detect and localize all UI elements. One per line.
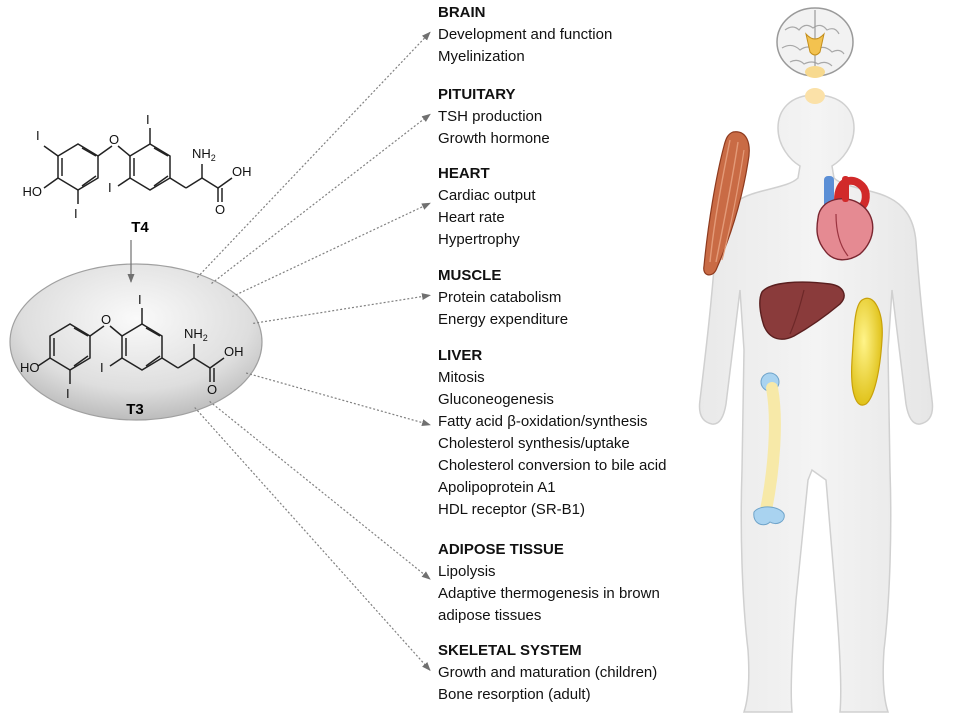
organ-effect: Cholesterol conversion to bile acid <box>438 457 667 474</box>
t3-amine: NH2 <box>184 326 208 343</box>
organ-effect: Growth hormone <box>438 130 550 147</box>
t4-acid-o: O <box>215 202 225 217</box>
t4-label: T4 <box>131 219 149 236</box>
t4-oxygen: O <box>109 132 119 147</box>
t4-atom-labels: I HO I O I I NH2 OH O <box>23 112 252 221</box>
pituitary-icon <box>805 88 825 104</box>
t3-iodine-2: I <box>138 292 142 307</box>
organ-effect: Cholesterol synthesis/uptake <box>438 435 630 452</box>
organ-effect: Gluconeogenesis <box>438 391 554 408</box>
effect-arrow-muscle <box>253 293 431 324</box>
organ-title: HEART <box>438 165 490 182</box>
organ-effect: Fatty acid β-oxidation/synthesis <box>438 413 648 430</box>
organ-block-heart: HEART Cardiac output Heart rate Hypertro… <box>438 164 536 251</box>
organ-title: LIVER <box>438 347 483 364</box>
organ-effect: Growth and maturation (children) <box>438 664 658 681</box>
organ-effect: Hypertrophy <box>438 231 520 248</box>
organ-block-skeletal-system: SKELETAL SYSTEM Growth and maturation (c… <box>438 641 657 706</box>
t4-iodine-3: I <box>146 112 150 127</box>
organ-effect: HDL receptor (SR-B1) <box>438 501 585 518</box>
organ-block-adipose-tissue: ADIPOSE TISSUE Lipolysis Adaptive thermo… <box>438 540 660 627</box>
organ-effect: Myelinization <box>438 48 525 65</box>
t3-label: T3 <box>126 401 144 418</box>
organ-effect: adipose tissues <box>438 607 542 624</box>
organ-effect: Development and function <box>438 26 613 43</box>
t3-acid-oh: OH <box>224 344 244 359</box>
t3-iodine-1: I <box>66 386 70 401</box>
organ-block-muscle: MUSCLE Protein catabolism Energy expendi… <box>438 266 568 331</box>
organ-effect: Protein catabolism <box>438 289 562 306</box>
organ-title: SKELETAL SYSTEM <box>438 642 582 659</box>
effect-arrow-adipose-tissue <box>209 400 431 580</box>
t4-hydroxyl: HO <box>23 184 43 199</box>
t4-amine: NH2 <box>192 146 216 163</box>
t3-atom-labels: HO I O I I NH2 OH O <box>20 292 244 401</box>
t3-oxygen: O <box>101 312 111 327</box>
organ-title: BRAIN <box>438 4 486 21</box>
effect-arrow-brain <box>196 31 431 278</box>
organ-effect: Apolipoprotein A1 <box>438 479 556 496</box>
t4-molecule-structure <box>43 128 233 204</box>
organ-block-brain: BRAIN Development and function Myeliniza… <box>438 3 612 68</box>
effect-arrow-skeletal-system <box>194 407 431 672</box>
organ-title: PITUITARY <box>438 86 516 103</box>
organ-title: ADIPOSE TISSUE <box>438 541 564 558</box>
brain-icon <box>776 7 854 78</box>
t3-molecule-structure <box>37 308 225 384</box>
organ-effect: Adaptive thermogenesis in brown <box>438 585 660 602</box>
t3-iodine-3: I <box>100 360 104 375</box>
organ-effect: TSH production <box>438 108 543 125</box>
organ-effect: Bone resorption (adult) <box>438 686 591 703</box>
t3-acid-o: O <box>207 382 217 397</box>
t4-iodine-2: I <box>74 206 78 221</box>
organ-effect: Energy expenditure <box>438 311 569 328</box>
adipose-tissue-icon <box>851 297 883 406</box>
organ-effect: Heart rate <box>438 209 505 226</box>
effect-arrow-heart <box>231 202 431 298</box>
organ-effect: Lipolysis <box>438 563 496 580</box>
organ-effect: Mitosis <box>438 369 485 386</box>
organ-block-liver: LIVER Mitosis Gluconeogenesis Fatty acid… <box>438 346 666 521</box>
bone-icon <box>753 372 785 526</box>
arm-muscle-icon <box>703 131 750 276</box>
liver-icon <box>759 281 845 340</box>
t4-iodine-1: I <box>36 128 40 143</box>
t3-highlight-oval <box>9 263 263 421</box>
effect-arrow-pituitary <box>211 113 431 284</box>
t4-iodine-4: I <box>108 180 112 195</box>
organ-effect: Cardiac output <box>438 187 536 204</box>
effect-arrows <box>194 31 431 672</box>
effect-arrow-liver <box>245 372 431 426</box>
organ-title: MUSCLE <box>438 267 502 284</box>
t4-acid-oh: OH <box>232 164 252 179</box>
t3-hydroxyl: HO <box>20 360 40 375</box>
organ-block-pituitary: PITUITARY TSH production Growth hormone <box>438 85 550 150</box>
heart-icon <box>816 176 874 261</box>
